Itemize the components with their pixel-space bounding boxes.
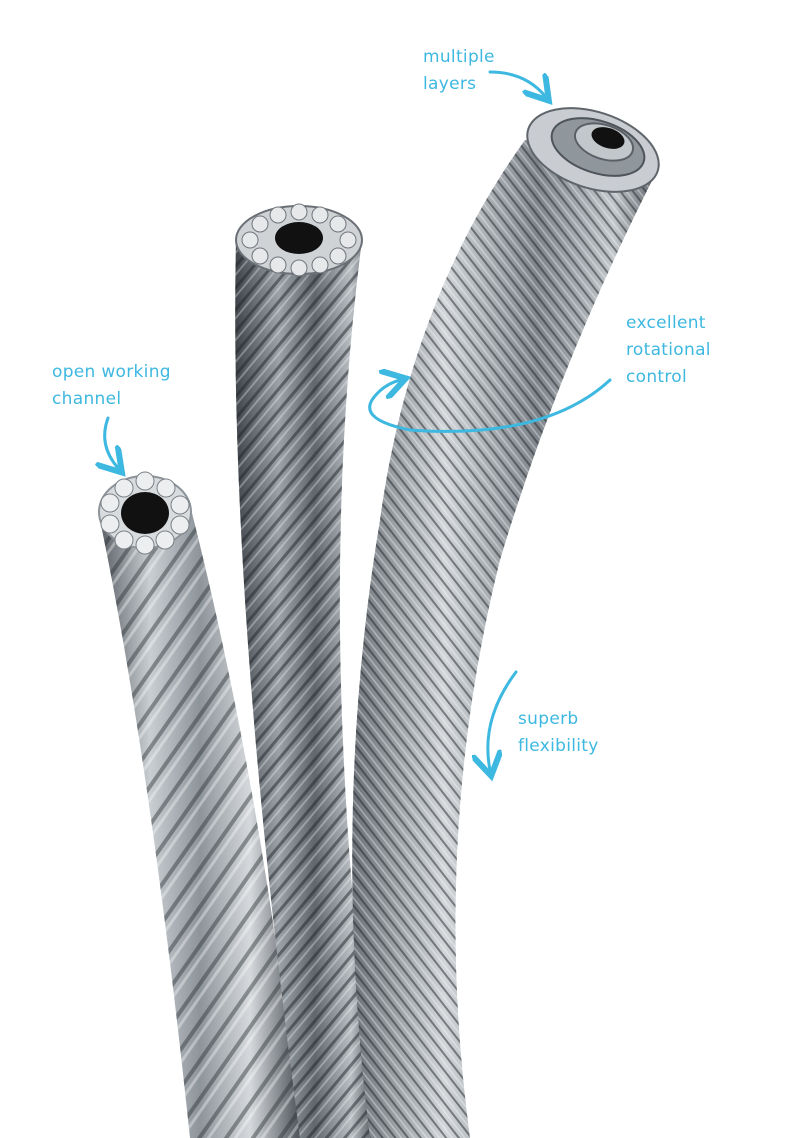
arrow-flexibility [488, 670, 518, 770]
arrow-multiple-layers [488, 70, 545, 96]
label-rotational-control: excellent rotational control [626, 313, 711, 387]
label-multiple-layers: multiple layers [423, 47, 495, 94]
cable-middle [235, 203, 380, 1138]
arrow-open-channel [105, 416, 118, 468]
working-channel-lumen [121, 492, 169, 534]
cable-open-channel [98, 471, 300, 1138]
arrow-rotational-control [368, 380, 612, 433]
cable-multi-layer [352, 107, 660, 1138]
label-superb-flexibility: superb flexibility [518, 709, 599, 756]
label-open-working-channel: open working channel [52, 362, 171, 409]
